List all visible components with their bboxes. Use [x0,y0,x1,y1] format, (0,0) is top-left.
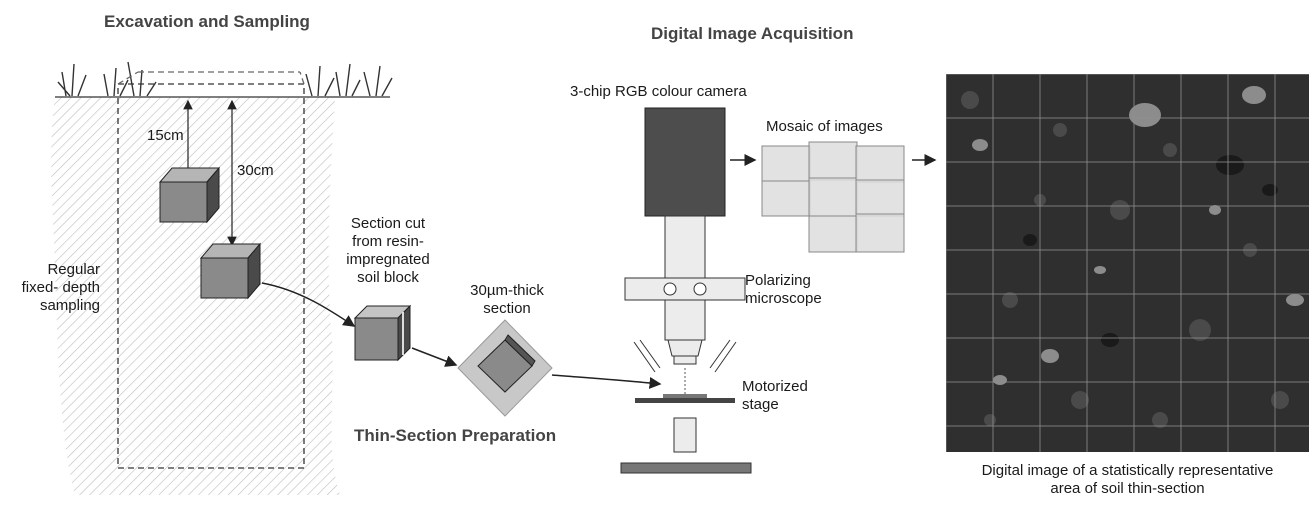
thin-section-icon [457,319,553,417]
microscope-base [620,462,752,474]
depth-30-label: 30cm [237,162,274,179]
mosaic-label: Mosaic of images [766,118,883,135]
thick-section-label: 30µm-thick section [470,282,544,317]
digital-image-caption: Digital image of a statistically represe… [981,462,1274,497]
sampling-label: Regular fixed- depth sampling [21,261,100,314]
microscope-label: Polarizing microscope [745,272,822,307]
soil-thin-section-image [946,74,1309,452]
microscope [624,215,746,396]
heading-excavation: Excavation and Sampling [104,12,310,31]
sample-block-30cm [199,242,262,300]
camera-body [644,107,726,217]
motorized-stage-icon [635,394,735,403]
flow-arrow-to-resin-block [261,282,356,327]
heading-thin-section: Thin-Section Preparation [354,426,557,445]
section-cut-label: Section cut from resin- impregnated soil… [346,215,430,286]
mosaic-tiles [761,141,905,253]
resin-block [353,304,412,362]
excavation-box [117,71,305,469]
stage-label: Motorized stage [742,378,808,413]
heading-acquisition: Digital Image Acquisition [651,24,854,43]
depth-15-label: 15cm [147,127,184,144]
grass-icon [57,61,393,97]
camera-label: 3-chip RGB colour camera [570,83,747,100]
soil-profile [51,97,340,495]
sample-block-15cm [158,166,221,224]
flow-arrow-to-thin-section [411,347,458,367]
condenser [673,417,697,453]
flow-arrow-to-stage [551,374,662,389]
